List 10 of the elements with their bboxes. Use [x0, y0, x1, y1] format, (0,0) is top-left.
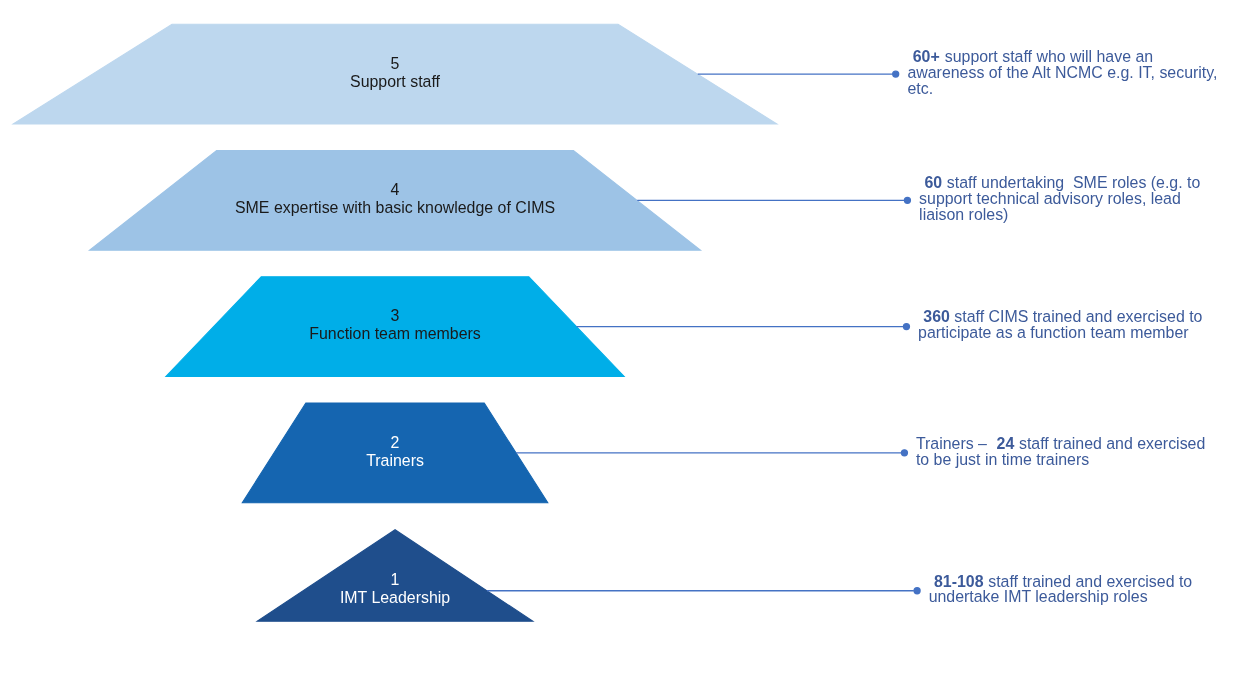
connector	[697, 69, 900, 78]
node-text: Trainers – 24 staff trained and exercised to be just in time trainers	[915, 434, 1206, 468]
node-text: 60 staff undertaking SME roles (e.g. to support technical advisory roles, lead liaison roles)	[919, 173, 1201, 223]
connector	[515, 448, 909, 456]
node-text: 81-108 staff trained and exercised to undertake IMT leadership roles	[928, 572, 1193, 605]
connector	[575, 322, 911, 330]
node-text: 360 staff CIMS trained and exercised to participate as a function team member	[918, 307, 1203, 341]
connector	[486, 586, 921, 594]
connector	[636, 196, 912, 204]
node-text: 60+ support staff who will have an awareness of the Alt NCMC e.g. IT, security, etc.	[907, 47, 1218, 97]
